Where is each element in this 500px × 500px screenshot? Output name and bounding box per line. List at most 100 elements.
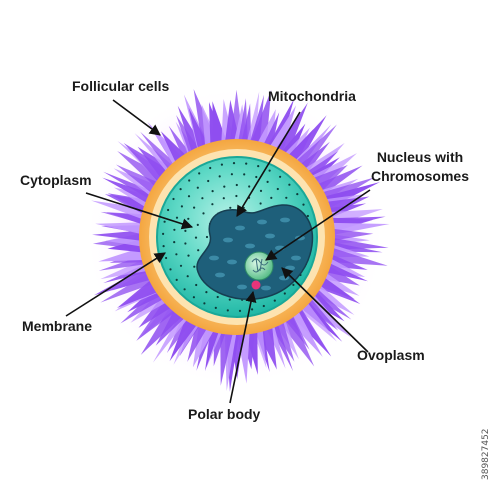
- follicular-cells-layer: [91, 89, 390, 392]
- mitochondrion-dot: [175, 216, 179, 219]
- chromatin-spot: [223, 237, 233, 243]
- follicular-cell: [168, 125, 193, 162]
- follicular-cell: [269, 105, 297, 153]
- mitochondrion-dot: [268, 169, 271, 172]
- mitochondrion-dot: [211, 190, 214, 193]
- mitochondrion-dot: [251, 308, 254, 311]
- arrow-mitochondria: [236, 111, 301, 217]
- mitochondrion-dot: [179, 188, 182, 191]
- mitochondrion-dot: [214, 306, 217, 309]
- label-membrane: Membrane: [22, 318, 92, 334]
- mitochondrion-dot: [194, 236, 198, 239]
- mitochondrion-dot: [203, 302, 206, 305]
- mitochondrion-dot: [223, 185, 226, 188]
- chromosomes: [251, 257, 269, 273]
- mitochondrion-dot: [218, 175, 221, 178]
- arrow-cytoplasm: [85, 192, 194, 230]
- mitochondrion-dot: [288, 183, 291, 186]
- mitochondrion-dot: [248, 185, 251, 188]
- follicular-cell: [117, 277, 162, 308]
- mitochondrion-dot: [232, 162, 236, 165]
- chromatin-spot: [215, 272, 225, 278]
- mitochondrion-dot: [169, 268, 172, 271]
- mitochondrion-dot: [235, 194, 238, 198]
- mitochondrion-dot: [183, 288, 186, 291]
- mitochondrion-dot: [238, 309, 242, 312]
- label-polar-body: Polar body: [188, 406, 261, 422]
- label-nucleus-line2: Chromosomes: [371, 168, 469, 184]
- mitochondrion-dot: [211, 203, 214, 206]
- mitochondrion-dot: [193, 265, 196, 268]
- mitochondrion-dot: [216, 295, 219, 299]
- chromatin-spot: [245, 243, 255, 249]
- mitochondrion-dot: [306, 214, 309, 218]
- mitochondrion-dot: [255, 175, 258, 179]
- chromatin-spot: [257, 219, 267, 225]
- follicular-cell: [220, 332, 233, 386]
- mitochondrion-dot: [273, 299, 276, 302]
- polar-body: [251, 280, 261, 290]
- mitochondrion-dot: [266, 180, 269, 183]
- follicular-cell: [297, 300, 337, 342]
- follicular-cell: [262, 112, 280, 149]
- mitochondrion-dot: [186, 275, 189, 278]
- follicular-cell: [116, 164, 159, 194]
- follicular-cell: [113, 187, 150, 207]
- follicular-cell: [299, 141, 330, 173]
- mitochondrion-dot: [197, 249, 200, 252]
- follicular-cell: [103, 171, 154, 200]
- mitochondrion-dot: [296, 193, 299, 196]
- chromatin-spot: [209, 255, 219, 261]
- chromatin-spot: [265, 233, 275, 239]
- mitochondrion-dot: [167, 208, 170, 212]
- follicular-cell: [286, 115, 327, 167]
- follicular-cell: [137, 146, 171, 178]
- follicular-cell: [166, 314, 194, 353]
- follicular-cell: [332, 228, 374, 241]
- mitochondrion-dot: [163, 220, 166, 223]
- chromatin-spot: [279, 275, 289, 281]
- mitochondrion-dot: [262, 304, 265, 308]
- mitochondrion-dot: [279, 175, 282, 178]
- mitochondrion-dot: [165, 256, 168, 260]
- follicular-cell: [319, 272, 360, 296]
- follicular-cell: [279, 314, 315, 367]
- mitochondrion-dot: [179, 264, 183, 267]
- mitochondrion-dot: [187, 254, 190, 257]
- callout-arrows: [65, 99, 371, 404]
- follicular-cell: [152, 314, 188, 363]
- mitochondrion-dot: [188, 179, 191, 182]
- mitochondrion-dot: [270, 196, 273, 199]
- mitochondrion-dot: [243, 173, 246, 176]
- nucleolus: [244, 251, 274, 281]
- follicular-cell: [92, 230, 140, 241]
- mitochondrion-dot: [195, 283, 198, 287]
- follicular-cell: [187, 324, 207, 362]
- mitochondrion-dot: [257, 165, 260, 168]
- mitochondrion-dot: [193, 206, 196, 209]
- arrow-follicular: [112, 99, 161, 136]
- chromatin-spot: [285, 265, 295, 271]
- chromatin-spot: [291, 255, 301, 261]
- mitochondrion-dot: [202, 212, 205, 215]
- mitochondrion-dot: [162, 232, 165, 235]
- follicular-cell: [113, 168, 161, 199]
- follicular-cell: [266, 98, 295, 154]
- follicular-cell: [314, 275, 361, 304]
- label-nucleus-line1: Nucleus with: [377, 149, 463, 165]
- follicular-cell: [325, 262, 368, 282]
- chromatin-spot: [235, 225, 245, 231]
- label-follicular-cells: Follicular cells: [72, 78, 169, 94]
- mitochondrion-dot: [207, 179, 210, 183]
- arrow-polar-body: [229, 290, 257, 404]
- chromatin-spot: [237, 284, 247, 290]
- mitochondrion-dot: [172, 197, 175, 201]
- mitochondrion-dot: [283, 292, 286, 295]
- mitochondrion-dot: [259, 202, 262, 205]
- mitochondrion-dot: [175, 278, 178, 281]
- mitochondrion-dot: [276, 187, 279, 191]
- follicular-cell: [95, 222, 145, 235]
- follicular-cell: [173, 319, 200, 365]
- mitochondrion-dot: [198, 172, 201, 175]
